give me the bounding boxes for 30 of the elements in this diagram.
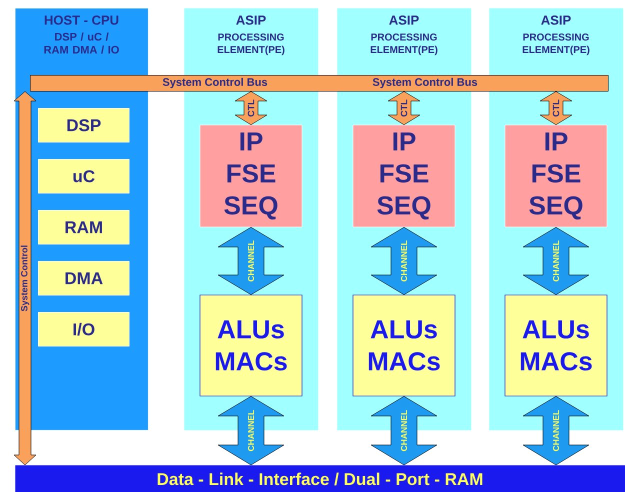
double-arrow	[370, 227, 438, 295]
component-box: uC	[38, 159, 130, 194]
edge-label: CTL	[248, 100, 254, 116]
edge-label: CTL	[400, 100, 408, 116]
double-arrow	[522, 227, 590, 295]
component-box: I/O	[38, 312, 130, 346]
sequencer-box: IP FSE SEQ	[504, 124, 608, 228]
alu-box: ALUs MACs	[352, 294, 456, 396]
edge-label: CHANNEL	[401, 240, 407, 282]
edge-label: CHANNEL	[553, 240, 559, 282]
double-arrow	[370, 396, 438, 466]
data-link-bar: Data - Link - Interface / Dual - Port - RAM	[15, 465, 625, 492]
double-arrow	[540, 91, 572, 125]
sequencer-box: IP FSE SEQ	[200, 124, 302, 228]
sequencer-box: IP FSE SEQ	[352, 124, 456, 228]
double-arrow	[218, 227, 284, 295]
edge-label: CTL	[552, 100, 560, 116]
alu-box: ALUs MACs	[504, 294, 608, 396]
component-box: DSP	[38, 108, 130, 142]
alu-box: ALUs MACs	[200, 294, 302, 396]
double-arrow	[234, 91, 268, 125]
double-arrow	[14, 91, 36, 466]
component-box: RAM	[38, 210, 130, 244]
bus-bar: System Control Bus System Control Bus	[30, 75, 608, 92]
edge-label: CHANNEL	[248, 240, 254, 282]
double-arrow	[388, 91, 420, 125]
double-arrow	[218, 396, 284, 466]
double-arrow	[522, 396, 590, 466]
component-box: DMA	[38, 261, 130, 296]
edge-label: System Control	[20, 246, 30, 312]
